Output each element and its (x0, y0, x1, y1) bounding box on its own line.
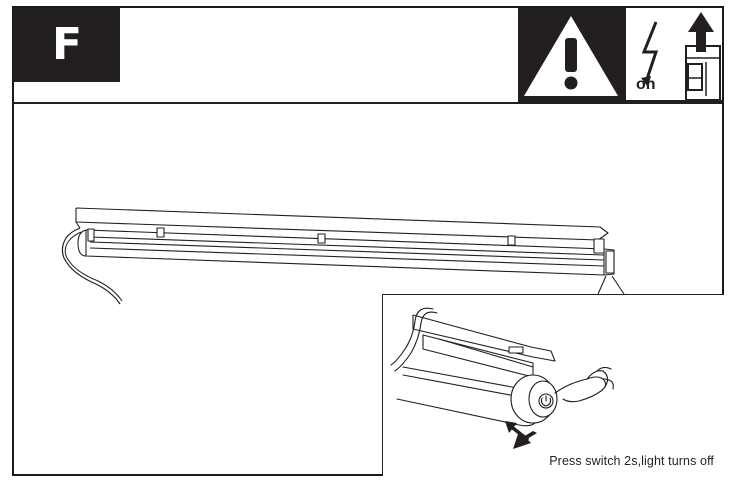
warning-panel (518, 8, 624, 102)
exclamation-warning-icon (524, 16, 618, 96)
step-badge: F (14, 8, 120, 82)
switch-state-label: on (636, 76, 656, 93)
switch-detail-inset: Press switch 2s,light turns off (382, 294, 724, 476)
power-switch-panel: on (624, 8, 722, 102)
inset-caption: Press switch 2s,light turns off (549, 454, 714, 468)
header-divider (14, 102, 722, 104)
page-frame (12, 6, 724, 476)
power-switch-icon (641, 12, 721, 100)
switch-detail-drawing (390, 307, 614, 449)
